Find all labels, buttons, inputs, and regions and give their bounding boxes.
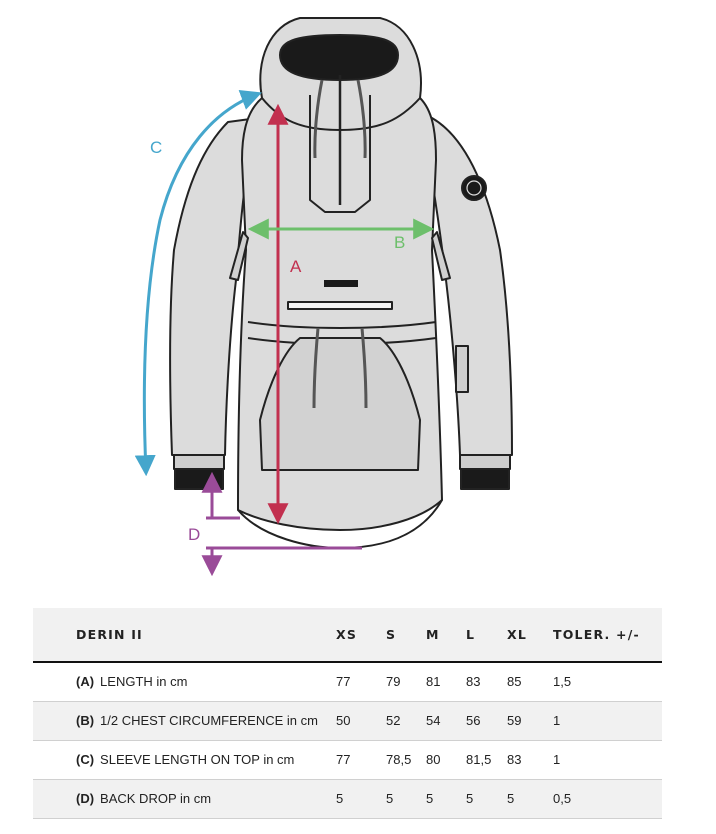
- chest-zip-pocket: [287, 301, 393, 310]
- table-cell: 79: [386, 662, 426, 702]
- measure-d-marker: [201, 471, 362, 577]
- shoulder-badge-ring: [466, 180, 482, 196]
- hood-opening: [279, 34, 399, 81]
- table-cell: 5: [466, 779, 507, 819]
- size-chart-table: DERIN II XS S M L XL TOLER. +/- (A) LENGT…: [33, 608, 662, 819]
- table-row: (C) SLEEVE LENGTH ON TOP in cm 77 78,5 80…: [33, 740, 662, 780]
- measurement-name: 1/2 CHEST CIRCUMFERENCE in cm: [100, 713, 318, 728]
- measurement-label: (C) SLEEVE LENGTH ON TOP in cm: [33, 740, 336, 780]
- table-cell: 54: [426, 701, 466, 741]
- table-row: (B) 1/2 CHEST CIRCUMFERENCE in cm 50 52 5…: [33, 701, 662, 741]
- measure-a-label: A: [290, 257, 302, 276]
- left-cuff: [173, 454, 225, 470]
- table-cell: 83: [466, 662, 507, 702]
- size-header-m: M: [426, 608, 466, 663]
- right-cuff: [459, 454, 511, 470]
- table-cell: 5: [426, 779, 466, 819]
- sleeve-pocket: [455, 345, 469, 393]
- table-cell: 77: [336, 740, 386, 780]
- table-cell: 5: [386, 779, 426, 819]
- measurement-code: (C): [76, 752, 95, 767]
- table-cell: 81: [426, 662, 466, 702]
- table-cell: 50: [336, 701, 386, 741]
- brand-tag: [324, 280, 358, 287]
- table-row: (D) BACK DROP in cm 5 5 5 5 5 0,5: [33, 779, 662, 819]
- table-cell: 81,5: [466, 740, 507, 780]
- product-name: DERIN II: [33, 608, 336, 663]
- measurement-label: (B) 1/2 CHEST CIRCUMFERENCE in cm: [33, 701, 336, 741]
- left-cuff-band: [174, 468, 224, 490]
- measurement-code: (B): [76, 713, 95, 728]
- right-cuff-band: [460, 468, 510, 490]
- tolerance-cell: 0,5: [553, 779, 662, 819]
- measure-d-label: D: [188, 525, 200, 544]
- table-cell: 59: [507, 701, 553, 741]
- measure-c-arrow: [134, 90, 262, 477]
- measurement-code: (D): [76, 791, 95, 806]
- table-cell: 80: [426, 740, 466, 780]
- tolerance-cell: 1: [553, 740, 662, 780]
- measurement-name: SLEEVE LENGTH ON TOP in cm: [100, 752, 295, 767]
- size-header-s: S: [386, 608, 426, 663]
- measurement-name: LENGTH in cm: [100, 674, 188, 690]
- hood-drawcord-left: [313, 79, 324, 159]
- table-row: (A) LENGTH in cm 77 79 81 83 85 1,5: [33, 662, 662, 702]
- table-cell: 56: [466, 701, 507, 741]
- size-header-xs: XS: [336, 608, 386, 663]
- measure-b-label: B: [394, 233, 405, 252]
- jacket-technical-diagram: A B C D: [134, 17, 513, 577]
- tolerance-header: TOLER. +/-: [553, 608, 662, 663]
- measurement-code: (A): [76, 674, 95, 690]
- table-cell: 5: [507, 779, 553, 819]
- waist-drawcord-left: [312, 327, 320, 409]
- table-cell: 85: [507, 662, 553, 702]
- table-cell: 5: [336, 779, 386, 819]
- measurement-label: (D) BACK DROP in cm: [33, 779, 336, 819]
- measure-c-label: C: [150, 138, 162, 157]
- measurement-name: BACK DROP in cm: [100, 791, 212, 806]
- size-header-xl: XL: [507, 608, 553, 663]
- table-cell: 78,5: [386, 740, 426, 780]
- measurement-label: (A) LENGTH in cm: [33, 662, 336, 702]
- size-header-l: L: [466, 608, 507, 663]
- table-cell: 83: [507, 740, 553, 780]
- size-chart-header: DERIN II XS S M L XL TOLER. +/-: [33, 608, 662, 663]
- shoulder-badge: [461, 175, 487, 201]
- zip-placket: [309, 95, 371, 213]
- table-cell: 77: [336, 662, 386, 702]
- tolerance-cell: 1,5: [553, 662, 662, 702]
- waist-drawcord-right: [360, 327, 368, 409]
- tolerance-cell: 1: [553, 701, 662, 741]
- kangaroo-pocket: [259, 337, 421, 471]
- hood-drawcord-right: [356, 79, 367, 159]
- jacket-drawing: [169, 17, 513, 549]
- table-cell: 52: [386, 701, 426, 741]
